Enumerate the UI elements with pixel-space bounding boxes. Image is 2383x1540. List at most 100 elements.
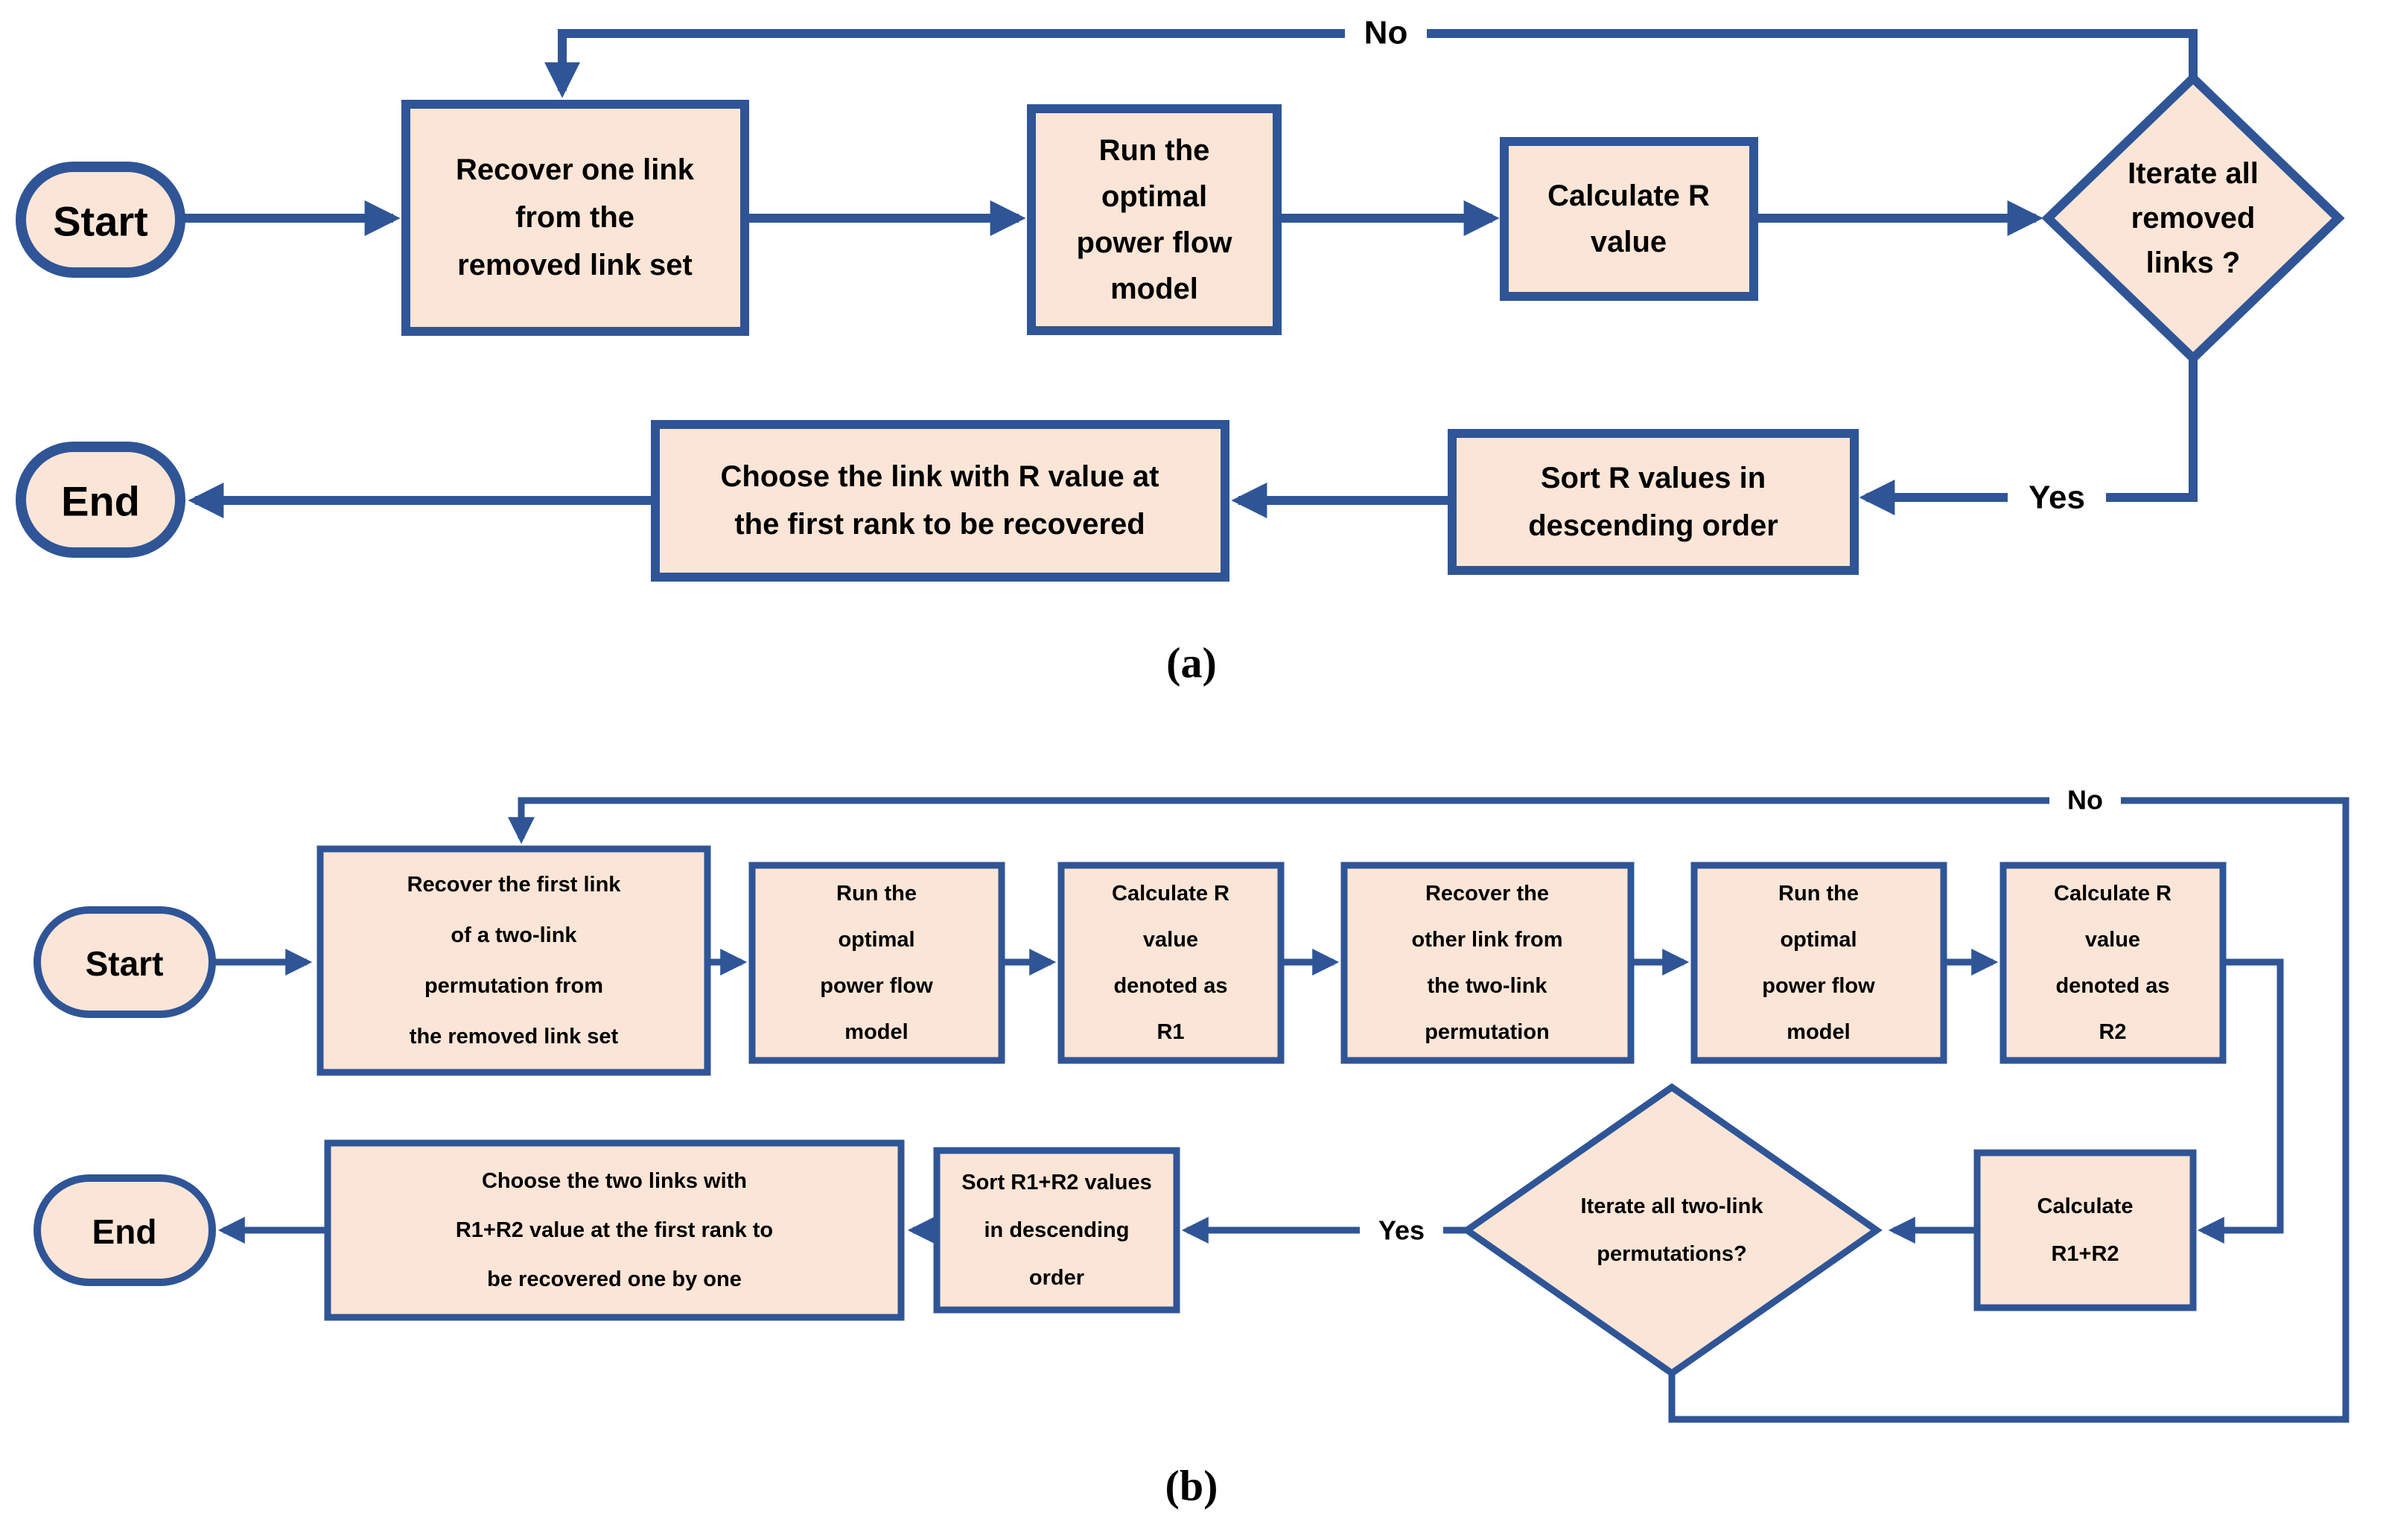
node-b-recover-other: Recover the other link from the two-link… — [1340, 862, 1635, 1064]
node-a-calc-r: Calculate R value — [1500, 137, 1758, 301]
box-text-line: Run the — [836, 882, 917, 906]
process-box — [748, 862, 1005, 1064]
box-text-line: Run the — [1099, 134, 1210, 167]
box-text-line: denoted as — [2055, 974, 2169, 998]
box-text-line: order — [1029, 1266, 1084, 1290]
edge-label-b-yes: Yes — [1360, 1208, 1443, 1253]
label-plate — [1345, 7, 1427, 58]
process-box — [401, 100, 749, 336]
caption-a: (a) — [1166, 639, 1217, 687]
yes-label: Yes — [1378, 1215, 1425, 1246]
box-text-line: optimal — [838, 928, 914, 952]
box-text-line: the two-link — [1427, 974, 1547, 998]
start-text: Start — [53, 198, 148, 245]
node-a-sort-r: Sort R values in descending order — [1448, 429, 1859, 575]
node-b-calc-sum: Calculate R1+R2 — [1973, 1149, 2197, 1311]
node-b-run-opf-2: Run the optimal power flow model — [1690, 862, 1947, 1064]
process-box — [1973, 1149, 2197, 1311]
process-box — [316, 845, 711, 1076]
box-text-line: R1+R2 — [2051, 1242, 2119, 1266]
box-text-line: R1 — [1156, 1020, 1184, 1044]
node-b-end: End — [34, 1174, 216, 1286]
diamond-text-line: Iterate all — [2128, 157, 2259, 190]
box-text-line: from the — [515, 201, 634, 234]
edge-label-a-yes: Yes — [2008, 472, 2106, 523]
box-text-line: power flow — [1077, 226, 1233, 259]
end-text: End — [61, 478, 140, 525]
diamond-text-line: permutations? — [1597, 1242, 1746, 1266]
box-text-line: value — [1591, 226, 1667, 258]
box-text-line: in descending — [984, 1218, 1130, 1242]
box-text-line: permutation — [1425, 1020, 1550, 1044]
edge-b-no-loop — [508, 797, 2349, 1423]
node-b-start: Start — [34, 906, 216, 1018]
box-text-line: descending order — [1528, 509, 1778, 542]
caption-b: (b) — [1165, 1462, 1218, 1510]
box-text-line: model — [1110, 273, 1198, 305]
diamond-text-line: links ? — [2146, 246, 2241, 279]
process-box — [1027, 104, 1282, 335]
node-b-run-opf-1: Run the optimal power flow model — [748, 862, 1005, 1064]
box-text-line: Recover the first link — [407, 873, 622, 897]
process-box — [651, 420, 1229, 582]
node-a-iterate-links: Iterate all removed links ? — [2041, 71, 2345, 365]
box-text-line: other link from — [1411, 928, 1562, 952]
edge-label-a-no: No — [1345, 7, 1427, 58]
decision-diamond — [1461, 1083, 1883, 1378]
box-text-line: power flow — [820, 974, 933, 998]
box-text-line: Choose the two links with — [482, 1169, 747, 1193]
box-text-line: R2 — [2099, 1020, 2126, 1044]
process-box — [1999, 862, 2227, 1064]
box-text-line: denoted as — [1113, 974, 1227, 998]
label-plate — [1360, 1208, 1443, 1253]
box-text-line: value — [1143, 928, 1198, 952]
diamond-text-line: Iterate all two-link — [1581, 1194, 1764, 1218]
box-text-line: Recover the — [1425, 882, 1549, 906]
no-label: No — [1364, 15, 1408, 51]
flowchart-b: No Yes Start Recover the first link of a… — [34, 779, 2349, 1510]
process-box — [1448, 429, 1859, 575]
process-box — [1057, 862, 1285, 1064]
box-text-line: power flow — [1762, 974, 1875, 998]
node-a-recover-one: Recover one link from the removed link s… — [401, 100, 749, 336]
node-a-run-opf: Run the optimal power flow model — [1027, 104, 1282, 335]
box-text-line: model — [844, 1020, 908, 1044]
node-b-iterate-perms: Iterate all two-link permutations? — [1461, 1083, 1883, 1378]
no-label: No — [2067, 785, 2103, 815]
label-plate — [2049, 779, 2121, 822]
box-text-line: Sort R1+R2 values — [961, 1171, 1151, 1194]
box-text-line: Choose the link with R value at — [721, 460, 1159, 493]
node-b-calc-r1: Calculate R value denoted as R1 — [1057, 862, 1285, 1064]
node-a-start: Start — [16, 162, 185, 278]
end-oval — [34, 1174, 216, 1286]
edge-b-b6-to-calcsum — [2197, 958, 2284, 1244]
flowchart-a: No Yes Start Recover one link from the r… — [16, 7, 2345, 687]
diamond-text-line: removed — [2131, 202, 2256, 235]
box-text-line: be recovered one by one — [487, 1267, 742, 1291]
box-text-line: the removed link set — [410, 1025, 619, 1049]
start-oval — [16, 162, 185, 278]
start-oval — [34, 906, 216, 1018]
box-text-line: Calculate R — [1112, 882, 1229, 906]
box-text-line: Recover one link — [456, 153, 695, 186]
box-text-line: the first rank to be recovered — [734, 508, 1145, 541]
box-text-line: optimal — [1780, 928, 1857, 952]
box-text-line: value — [2085, 928, 2140, 952]
node-b-calc-r2: Calculate R value denoted as R2 — [1999, 862, 2227, 1064]
process-box — [324, 1139, 905, 1321]
process-box — [933, 1147, 1180, 1314]
box-text-line: Calculate — [2037, 1194, 2134, 1218]
box-text-line: optimal — [1101, 180, 1207, 213]
decision-diamond — [2041, 71, 2345, 365]
process-box — [1500, 137, 1758, 301]
label-plate — [2008, 472, 2106, 523]
box-text-line: Run the — [1778, 882, 1859, 906]
box-text-line: model — [1787, 1020, 1850, 1044]
edge-a-yes-branch — [1859, 360, 2198, 515]
node-b-recover-first: Recover the first link of a two-link per… — [316, 845, 711, 1076]
node-a-choose-link: Choose the link with R value at the firs… — [651, 420, 1229, 582]
edge-label-b-no: No — [2049, 779, 2121, 822]
box-text-line: removed link set — [457, 249, 693, 281]
